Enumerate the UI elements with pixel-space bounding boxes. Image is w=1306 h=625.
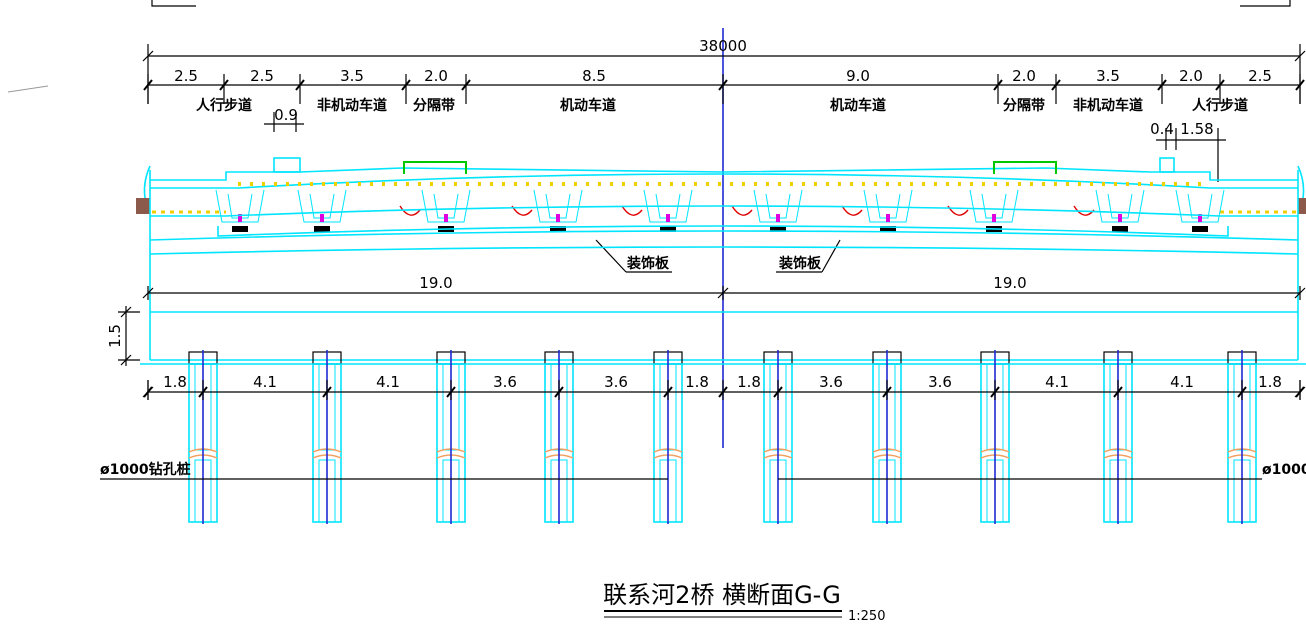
drawing-title: 联系河2桥 横断面G-G [603,581,841,609]
half-width-label-right: 19.0 [993,274,1026,292]
drilled-pile [980,350,1010,524]
cap-height-dimension: 1.5 [106,306,140,366]
seg-label: 9.0 [846,67,870,85]
median-strip-right [993,161,1057,174]
box-girder [947,189,1019,232]
pile-spacing-label: 4.1 [253,373,277,391]
lane-dimension-line: 2.5 2.5 3.5 2.0 8.5 9.0 2.0 3.5 2.0 2.5 [143,67,1305,104]
lane-label-sidewalk-right: 人行步道 [1192,97,1248,114]
overall-dimension: 38000 [142,37,1306,104]
pile-label-right: ø1000 [1262,462,1306,478]
pile-spacing-label: 3.6 [604,373,628,391]
lane-label-motor-left: 机动车道 [560,97,616,114]
pile-label-left: ø1000钻孔桩 [100,461,191,478]
seg-label: 3.5 [340,67,364,85]
sub-dim-label: 0.9 [274,106,298,124]
drilled-pile [653,350,683,524]
pile-spacing-label: 3.6 [493,373,517,391]
title-block: 联系河2桥 横断面G-G 1:250 [603,581,885,624]
pile-spacing-label: 4.1 [376,373,400,391]
seg-label: 2.5 [174,67,198,85]
drilled-pile [312,350,342,524]
cap-height-label: 1.5 [106,324,124,348]
lane-label-median-left: 分隔带 [413,98,455,114]
drilled-pile [436,350,466,524]
box-girder [399,189,471,232]
seg-label: 2.0 [1012,67,1036,85]
pile-spacing-label: 1.8 [737,373,761,391]
pile-callout: ø1000钻孔桩 ø1000 [100,461,1306,480]
pile-spacing-label: 4.1 [1045,373,1069,391]
lane-labels: 人行步道 非机动车道 分隔带 机动车道 机动车道 分隔带 非机动车道 人行步道 [196,97,1248,114]
stray-line [7,85,49,93]
pile-spacing-label: 3.6 [819,373,843,391]
lane-label-sidewalk-left: 人行步道 [196,97,252,114]
box-girder [841,189,913,232]
seg-label: 8.5 [582,67,606,85]
pile-spacing-dimension: 1.8 4.1 4.1 3.6 3.6 1.8 1.8 3.6 3.6 4.1 … [142,373,1306,400]
drilled-pile [1227,350,1257,524]
lane-label-median-right: 分隔带 [1003,98,1045,114]
pile-spacing-label: 3.6 [928,373,952,391]
drilled-pile [1103,350,1133,524]
pile-spacing-label: 1.8 [685,373,709,391]
sub-dim-label: 0.4 [1150,120,1174,138]
seg-label: 3.5 [1096,67,1120,85]
pile-spacing-label: 1.8 [163,373,187,391]
box-girder [297,189,347,232]
seg-label: 2.5 [250,67,274,85]
decor-panel-label-right: 装饰板 [776,239,841,273]
overall-width-label: 38000 [699,37,747,55]
pile-group [188,350,1257,524]
drawing-scale: 1:250 [848,609,885,624]
drilled-pile [872,350,902,524]
box-girder [215,189,265,232]
lane-label-bike-right: 非机动车道 [1073,97,1143,114]
lane-label-bike-left: 非机动车道 [317,97,387,114]
half-width-label-left: 19.0 [419,274,452,292]
end-cap-left [136,198,150,214]
bridge-deck [136,157,1306,237]
pile-spacing-label: 4.1 [1170,373,1194,391]
median-strip-left [403,161,467,174]
drilled-pile [188,350,218,524]
drilled-pile [763,350,793,524]
sub-dim-label: 1.58 [1180,120,1213,138]
seg-label: 2.0 [424,67,448,85]
frame-fragment-right [1240,0,1291,7]
decor-label: 装饰板 [626,255,670,272]
box-girder [511,189,583,232]
box-girder [1175,189,1225,232]
seg-label: 2.5 [1248,67,1272,85]
seg-label: 2.0 [1179,67,1203,85]
sub-dimension-right: 0.4 1.58 [1150,120,1226,182]
decor-panel-label-left: 装饰板 [595,239,672,273]
lane-label-motor-right: 机动车道 [830,97,886,114]
end-cap-right [1298,198,1306,214]
pile-spacing-label: 1.8 [1258,373,1282,391]
sub-dimension-left: 0.9 [264,106,304,132]
frame-fragment-left [151,0,196,7]
half-width-dimension: 19.0 19.0 [142,274,1306,300]
decor-label: 装饰板 [778,255,822,272]
drilled-pile [544,350,574,524]
